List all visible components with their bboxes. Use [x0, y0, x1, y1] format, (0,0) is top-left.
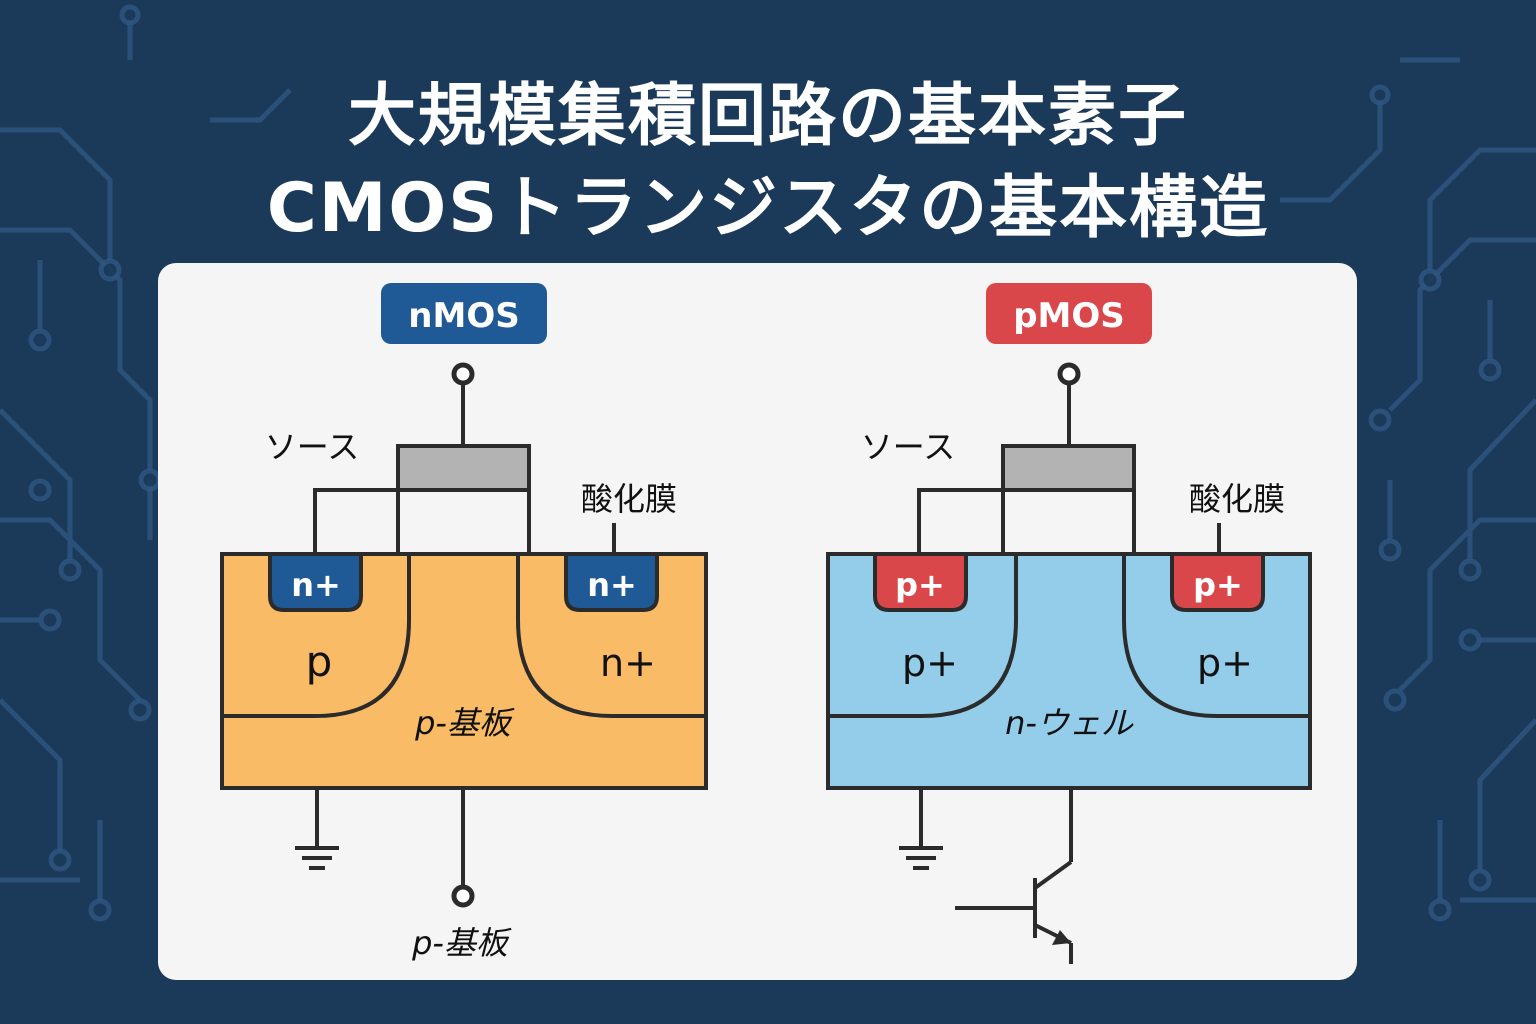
- nmos-badge: [381, 283, 547, 344]
- transistor-arrow-icon: [1052, 930, 1071, 945]
- nmos-region-left-label: p: [306, 637, 333, 686]
- pmos-contact-right: [1170, 552, 1265, 612]
- diagram-card: nMOS ソース 酸化膜 n+ n+ p n+ p-基板: [158, 263, 1357, 980]
- pmos-gate-terminal: [1057, 362, 1081, 386]
- transistor-symbol-icon: [955, 788, 1073, 964]
- pmos-badge-label: pMOS: [1013, 296, 1125, 336]
- nmos-bottom-terminal-label: p-基板: [411, 924, 512, 962]
- nmos-oxide-label: 酸化膜: [581, 480, 677, 518]
- pmos-badge: [986, 283, 1152, 344]
- nmos-source-label: ソース: [265, 428, 359, 466]
- pmos-source-label: ソース: [861, 428, 955, 466]
- nmos-contact-left: [268, 552, 363, 612]
- nmos-gate-terminal: [451, 362, 475, 386]
- pmos-region-right-label: p+: [1197, 641, 1253, 685]
- title-line-1: 大規模集積回路の基本素子: [347, 77, 1188, 156]
- nmos-ground-icon: [295, 846, 339, 870]
- nmos-badge-label: nMOS: [408, 296, 519, 336]
- pmos-ground-icon: [899, 846, 943, 870]
- pmos-n-well-label: n-ウェル: [1005, 704, 1134, 742]
- pmos-contact-left-label: p+: [895, 566, 945, 604]
- pmos-oxide-label: 酸化膜: [1189, 480, 1285, 518]
- nmos-contact-right-label: n+: [587, 566, 637, 604]
- nmos-contact-right: [564, 552, 659, 612]
- pmos-region-left-label: p+: [902, 641, 958, 685]
- nmos-contact-left-label: n+: [291, 566, 341, 604]
- pmos-contact-left: [873, 552, 968, 612]
- pmos-gate: [1001, 444, 1136, 492]
- nmos-gate: [396, 444, 531, 492]
- pmos-contact-right-label: p+: [1193, 566, 1243, 604]
- title-line-2: CMOSトランジスタの基本構造: [266, 169, 1270, 248]
- nmos-region-right-label: n+: [600, 641, 656, 685]
- nmos-substrate-label: p-基板: [414, 704, 515, 742]
- nmos-diagram: nMOS ソース 酸化膜 n+ n+ p n+ p-基板: [220, 283, 708, 962]
- nmos-body-terminal: [451, 884, 475, 908]
- pmos-diagram: pMOS ソース 酸化膜 p+ p+ p+ p+ n-ウェル: [826, 283, 1312, 964]
